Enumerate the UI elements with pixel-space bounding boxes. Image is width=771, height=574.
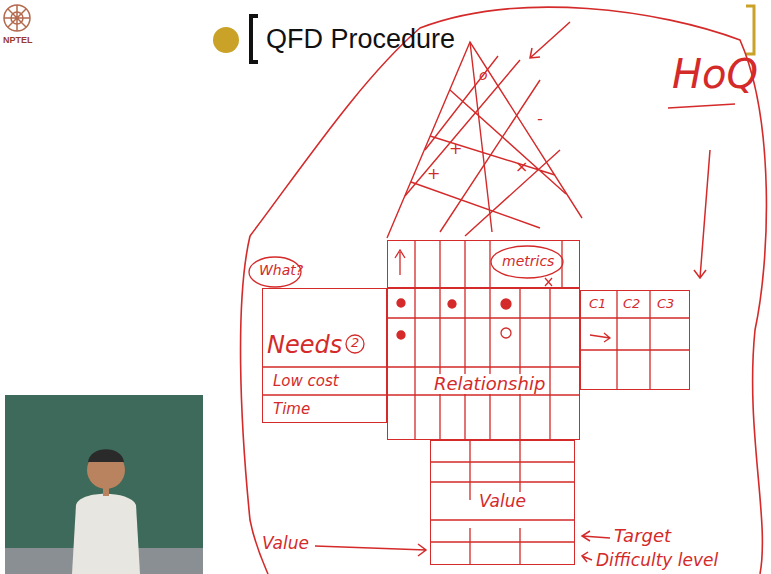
value-grid: [430, 440, 575, 565]
difficulty-label: Difficulty level: [596, 551, 718, 570]
video-inset: [5, 395, 203, 574]
header-grid: [395, 240, 563, 288]
node-text: Value: [477, 492, 528, 511]
logo-text: NPTEL: [3, 36, 33, 46]
title-bracket: [746, 6, 754, 54]
value-label: Value: [262, 534, 309, 553]
node-text: 2: [351, 336, 359, 350]
node-text: C2: [623, 297, 640, 311]
node-text: What?: [259, 263, 303, 278]
bullet-dot: [213, 27, 239, 53]
value-matrix: Value: [430, 440, 575, 565]
node-text: +: [449, 140, 462, 158]
competitive-grid: [580, 290, 690, 390]
relationship-grid: [387, 288, 580, 440]
node-text: metrics: [502, 254, 554, 269]
metrics-header: metrics: [387, 240, 580, 288]
competitive-room: C1 C2 C3: [580, 290, 690, 390]
slide-title: QFD Procedure: [266, 24, 455, 55]
node-text: +: [427, 165, 440, 183]
node-text: C1: [589, 297, 606, 311]
hoq-outline: [241, 7, 767, 574]
node-text: C3: [657, 297, 674, 311]
node-text: Time: [273, 401, 310, 418]
needs-room: What?Needs2Low costTime: [262, 288, 387, 423]
needs-grid: [249, 257, 387, 395]
node-text: Relationship: [432, 374, 547, 394]
node-text: o: [479, 68, 488, 83]
node-text: -: [537, 110, 543, 128]
node-text: ×: [515, 158, 528, 176]
target-label: Target: [614, 526, 671, 546]
relationship-matrix: Relationship: [387, 288, 580, 440]
logo-emblem: [4, 5, 30, 31]
pointer-arrow: [315, 22, 735, 562]
roof-grid: [387, 42, 582, 238]
title-bracket: [251, 16, 258, 62]
correlation-roof: o + + × -: [387, 40, 580, 238]
hoq-label: HoQ: [672, 52, 758, 96]
node-text: Low cost: [273, 373, 339, 390]
node-text: Needs: [267, 332, 342, 358]
